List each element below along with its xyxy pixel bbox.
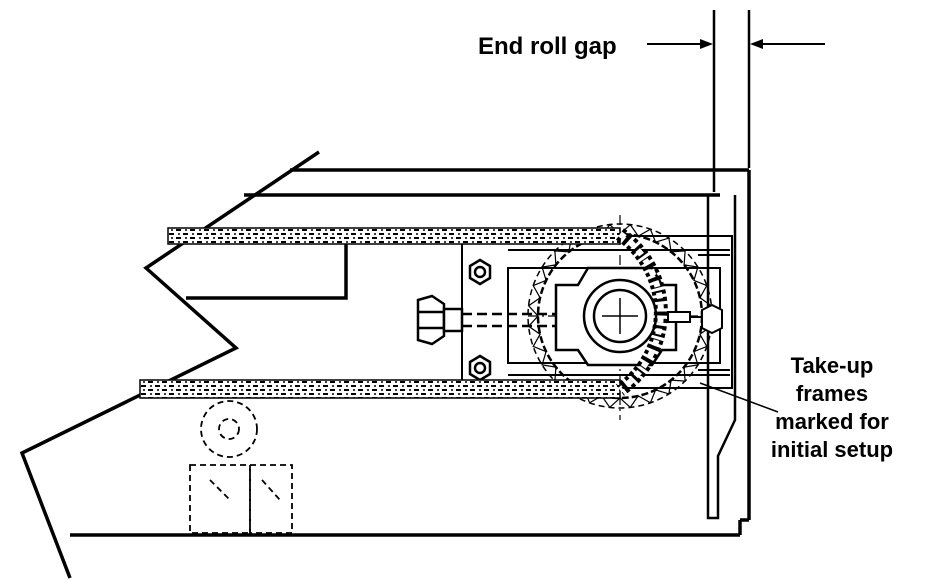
take-up-label-line-1: Take-up <box>790 353 874 378</box>
take-up-label-line-2: frames <box>795 381 869 406</box>
take-up-label-line-3: marked for <box>775 409 889 434</box>
take-up-label-line-4: initial setup <box>770 437 894 462</box>
bearing-block <box>554 266 678 367</box>
gap-arrows <box>647 39 825 49</box>
take-up-label: Take-up frames marked for initial setup <box>742 352 922 464</box>
sprocket-teeth-path <box>527 223 713 409</box>
end-roll-gap-label: End roll gap <box>478 33 617 60</box>
sprocket-teeth <box>527 223 713 409</box>
mounting-bolts <box>468 258 492 382</box>
chain-end-hardware <box>667 303 723 335</box>
end-roll-slot <box>706 195 737 520</box>
drive-chain <box>139 227 668 399</box>
take-up-leader <box>699 382 779 413</box>
end-roll-gap-lines <box>712 10 751 192</box>
lower-idler-roller <box>189 400 293 534</box>
take-up-adjusting-screw <box>416 294 590 346</box>
